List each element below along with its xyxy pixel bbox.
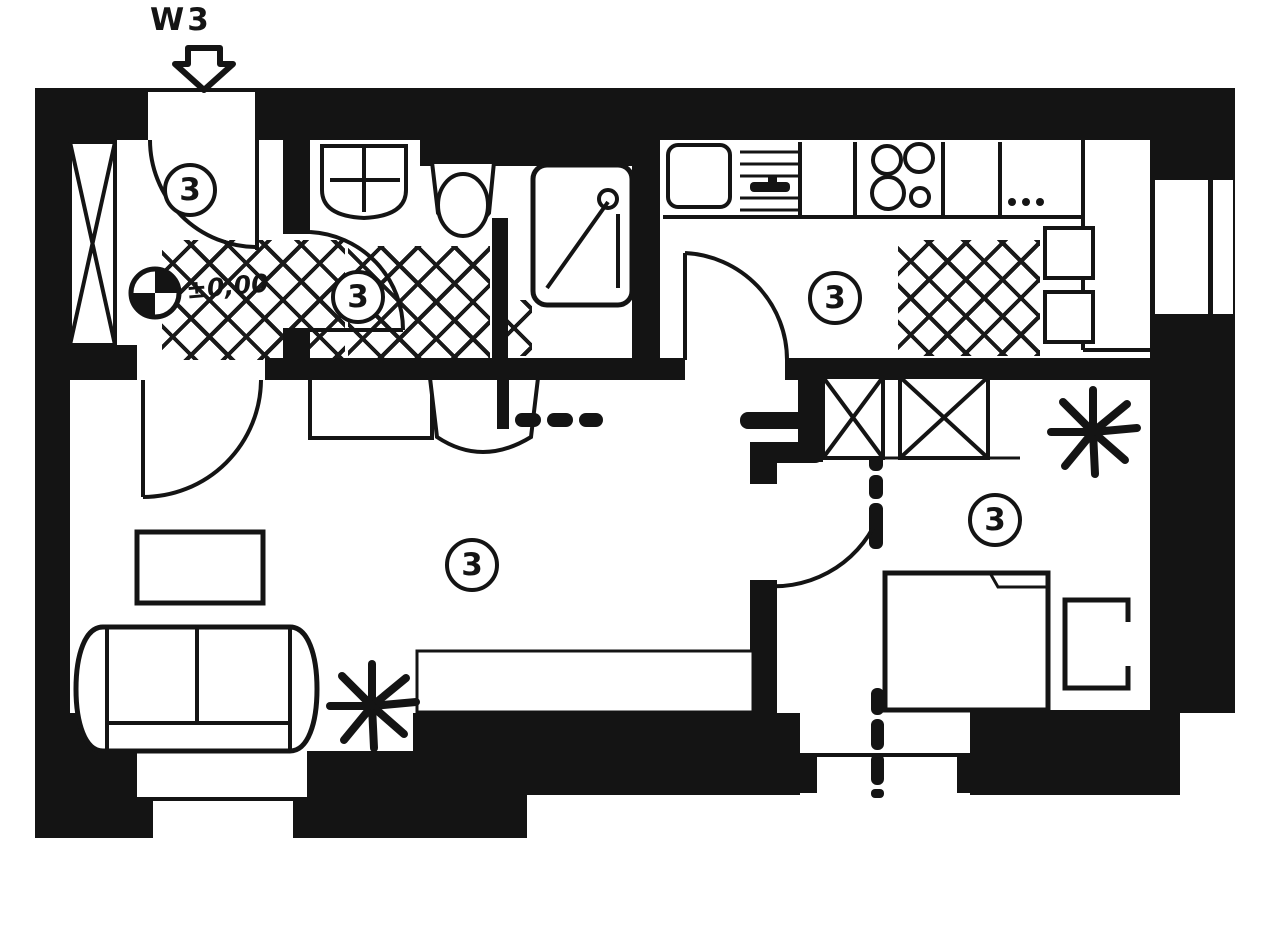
door-arcs	[141, 139, 879, 589]
entry-arrow-icon	[172, 45, 236, 93]
toilet-symbol	[429, 160, 497, 238]
room-number: 3	[824, 279, 846, 316]
armchair-symbol	[427, 376, 541, 454]
kitchen-window	[1155, 180, 1208, 314]
kitchen-table-chairs-symbol	[1043, 226, 1095, 344]
room-number: 3	[461, 546, 483, 583]
entry-door-opening	[148, 92, 255, 140]
entry-floor-hatch	[162, 240, 345, 360]
kitchen-floor-hatch	[898, 240, 1040, 356]
stove-symbol	[870, 142, 935, 211]
coffee-table-symbol	[134, 529, 266, 606]
room-badge-kitchen: 3	[808, 271, 862, 325]
level-marker-icon	[128, 266, 182, 320]
kitchen-sink-symbol	[666, 143, 798, 212]
radiator-symbol	[497, 377, 603, 429]
cabinet-symbol	[308, 376, 434, 440]
room-number: 3	[347, 278, 369, 315]
bedside-table-symbol	[1062, 597, 1131, 691]
sideboard-symbol	[415, 649, 755, 714]
bathroom-sink-symbol	[320, 144, 408, 221]
room-badge-bathroom: 3	[331, 270, 385, 324]
shower-symbol	[530, 162, 635, 308]
room-badge-entry-hall: 3	[163, 163, 217, 217]
bedroom-wardrobe-symbol	[821, 375, 1020, 460]
room-number: 3	[984, 501, 1006, 538]
bed-symbol	[882, 570, 1051, 713]
living-room-door-arc	[141, 379, 263, 499]
bedroom-balcony-door-dashes	[871, 688, 884, 798]
room-badge-living-room: 3	[445, 538, 499, 592]
bathroom-floor-hatch-2	[508, 300, 532, 356]
bathroom-door-arc	[309, 230, 406, 332]
sofa-symbol	[73, 624, 320, 754]
room-number: 3	[179, 171, 201, 208]
plant-symbol-living	[326, 660, 420, 752]
wall-openings	[148, 92, 1233, 314]
unit-label: W3	[150, 2, 212, 38]
room-badge-bedroom: 3	[968, 493, 1022, 547]
bedroom-door-arc	[756, 519, 879, 589]
kitchen-window-pane	[1213, 180, 1233, 314]
entry-wardrobe-symbol	[68, 140, 117, 347]
kitchen-door-arc	[683, 251, 790, 361]
counter-dots-icon	[1008, 198, 1044, 206]
plant-symbol-bedroom	[1047, 386, 1141, 478]
